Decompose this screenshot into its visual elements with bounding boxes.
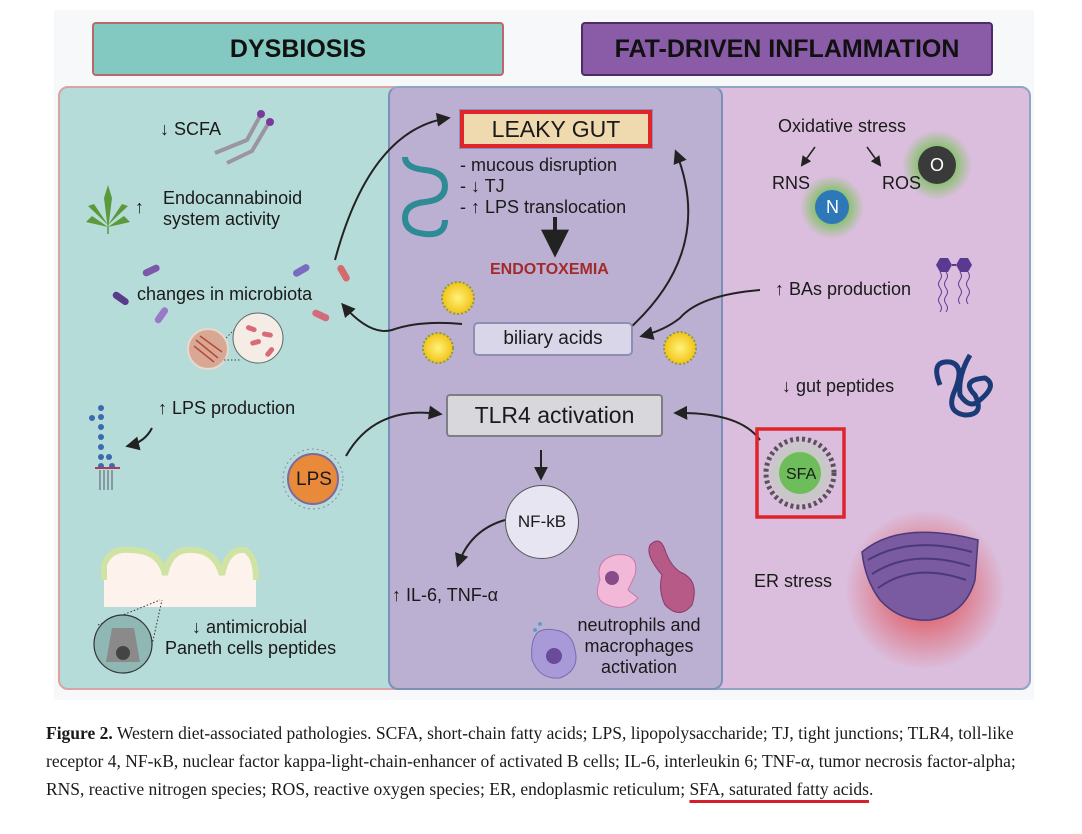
microbiota-magnified-icon [187,312,284,370]
cytokines-label: ↑ IL-6, TNF-α [392,585,499,605]
lps-particle-label: LPS [296,469,332,490]
scfa-molecule-icon [214,110,274,165]
nfkb-node: NF-kB [505,485,579,559]
immune-label-line3: activation [600,657,678,677]
nitrogen-atom-label: N [826,197,839,217]
endoplasmic-reticulum-icon [861,531,979,621]
biliary-acids-box: biliary acids [473,322,633,356]
tlr4-activation-box: TLR4 activation [446,394,663,437]
endotoxemia-label: ENDOTOXEMIA [490,261,609,278]
lps-production-label: ↑ LPS production [158,398,296,418]
er-stress-label: ER stress [754,571,833,591]
ros-label: ROS [882,173,922,193]
endocannabinoid-label-line1: Endocannabinoid [163,188,303,208]
caption-highlight: SFA, saturated fatty acids [689,779,869,799]
bile-acid-particle-icons [422,281,697,365]
intestinal-villi-icon [101,546,259,607]
sfa-micelle-icon [755,427,846,519]
oxidative-stress-label: Oxidative stress [778,116,907,136]
neutrophil-macrophage-icons [531,540,695,679]
bullet-mucous: - mucous disruption [460,155,618,175]
lps-particle-icon [282,448,344,510]
dysbiosis-header: DYSBIOSIS [92,22,504,76]
antimicrobial-label-line1: ↓ antimicrobial [192,617,308,637]
bile-acid-molecule-icon [936,258,972,313]
endocannabinoid-arrow: ↑ [135,197,144,217]
gut-peptides-label: ↓ gut peptides [782,376,895,396]
fat-driven-inflammation-header: FAT-DRIVEN INFLAMMATION [581,22,993,76]
microbiota-label: changes in microbiota [137,284,313,304]
caption-text: Western diet-associated pathologies. SCF… [46,723,1016,799]
bacteria-icons [112,264,350,324]
bas-production-label: ↑ BAs production [775,279,912,299]
rns-label: RNS [772,173,811,193]
gut-peptide-icon [934,353,993,418]
leaky-gut-box: LEAKY GUT [459,109,653,149]
immune-label-line1: neutrophils and [577,615,701,635]
intestine-icon [401,156,449,238]
bullet-lps-translocation: - ↑ LPS translocation [460,197,627,217]
endocannabinoid-label-line2: system activity [163,209,281,229]
figure-caption: Figure 2. Western diet-associated pathol… [46,719,1046,803]
antimicrobial-label-line2: Paneth cells peptides [165,638,337,658]
caption-end: . [868,779,874,799]
scfa-label: ↓ SCFA [160,119,222,139]
bullet-tj: - ↓ TJ [460,176,505,196]
nitrogen-atom-icon [815,190,849,224]
lps-molecule-icon [89,405,120,490]
sfa-label: SFA [786,466,817,483]
immune-label-line2: macrophages [584,636,694,656]
oxygen-atom-icon [918,146,956,184]
cannabis-leaf-icon [86,185,130,234]
caption-label: Figure 2. [46,723,113,743]
paneth-cell-icon [93,599,163,674]
oxygen-atom-label: O [930,155,945,175]
